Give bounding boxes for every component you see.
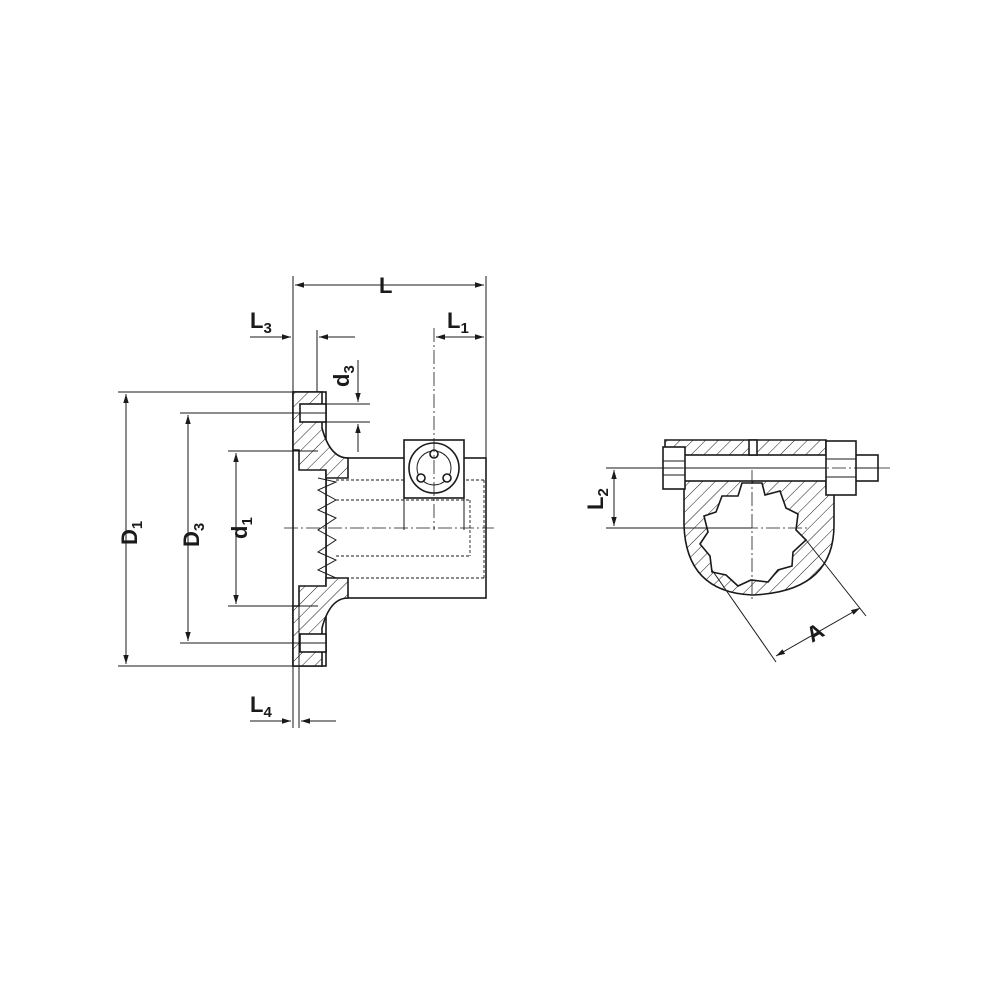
label-L3: L3 xyxy=(250,308,272,337)
label-d3: d3 xyxy=(329,365,358,387)
label-L: L xyxy=(379,273,392,298)
splined-bore xyxy=(699,482,808,587)
label-L1: L1 xyxy=(447,308,469,337)
label-A: A xyxy=(802,618,828,648)
label-D1: D1 xyxy=(117,521,146,545)
label-L4: L4 xyxy=(250,692,272,721)
side-view xyxy=(284,328,494,667)
end-view-dimensions xyxy=(606,467,867,663)
label-d1: d1 xyxy=(227,517,256,539)
spline-teeth xyxy=(316,477,338,579)
side-view-dimensions xyxy=(118,276,487,728)
end-view xyxy=(612,439,890,600)
label-D3: D3 xyxy=(179,523,208,547)
label-L2: L2 xyxy=(583,488,612,510)
